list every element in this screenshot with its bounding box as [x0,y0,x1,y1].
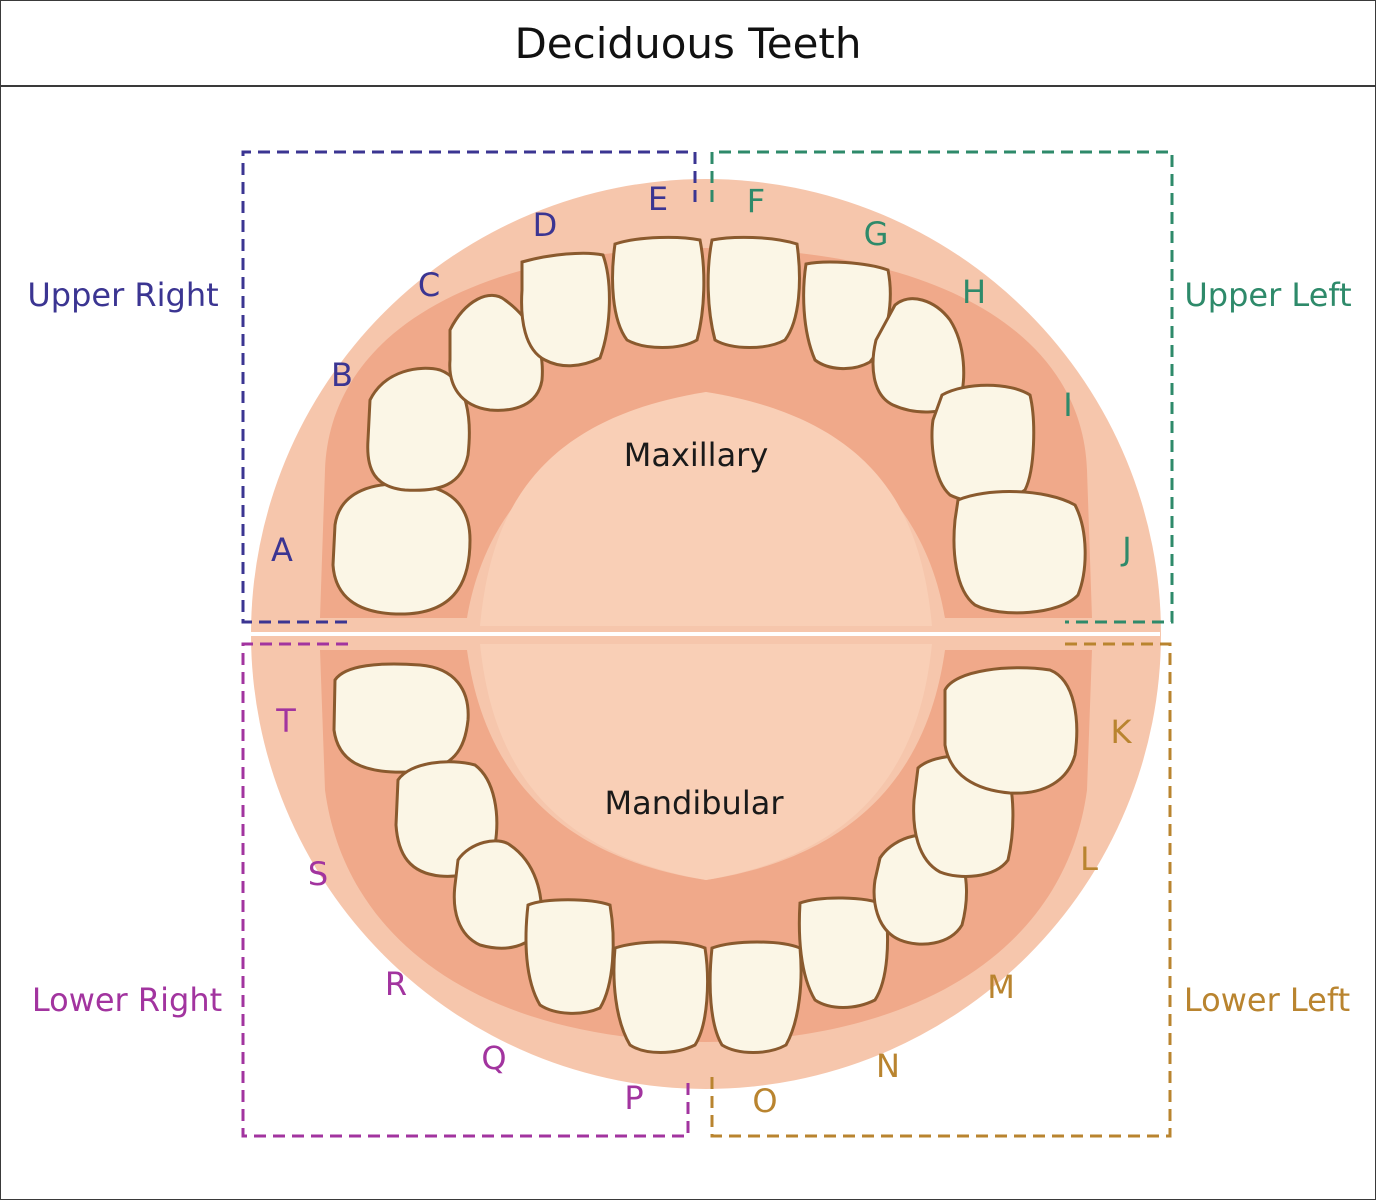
tooth-letter-f: F [747,182,765,220]
tooth-p [612,940,709,1054]
tooth-t [332,662,470,774]
tooth-letter-r: R [385,965,407,1003]
mandibular-floor [480,644,932,880]
tooth-g [802,260,892,370]
tooth-n [797,896,890,1009]
maxillary-palate [480,392,932,626]
tooth-o [708,940,803,1054]
lower-right-quadrant-box [241,642,690,1138]
tooth-b [366,366,471,492]
upper-right-quadrant-box [241,150,697,624]
lower-left-quadrant-box [710,642,1172,1138]
tooth-c [448,293,544,412]
tooth-letter-e: E [648,180,668,218]
tooth-letter-q: Q [481,1039,506,1077]
tooth-letter-o: O [752,1082,777,1120]
tooth-j [952,490,1087,615]
tooth-f [706,235,801,349]
tooth-e [611,235,706,349]
tooth-letter-m: M [987,968,1015,1006]
tooth-letter-i: I [1063,386,1072,424]
tooth-letter-b: B [331,356,353,394]
upper-right-label: Upper Right [27,276,218,314]
tooth-letter-k: K [1111,713,1133,751]
diagram-title: Deciduous Teeth [514,18,862,68]
upper-left-label: Upper Left [1184,276,1351,314]
maxillary-label: Maxillary [624,436,769,474]
upper-left-quadrant-box [710,150,1174,624]
tooth-letter-h: H [962,273,986,311]
tooth-letter-d: D [533,206,558,244]
tooth-letter-l: L [1080,840,1098,878]
tooth-letter-j: J [1120,530,1131,568]
tooth-k [943,666,1079,795]
tooth-letter-n: N [876,1047,900,1085]
tooth-letter-t: T [275,702,296,740]
tooth-letter-p: P [624,1079,643,1117]
tooth-q [524,898,615,1015]
tooth-a [331,482,472,616]
tooth-letter-a: A [271,531,293,569]
tooth-letter-g: G [864,215,889,253]
lower-left-label: Lower Left [1184,981,1350,1019]
tooth-d [520,251,611,368]
tooth-letter-s: S [308,855,328,893]
lower-right-label: Lower Right [32,981,222,1019]
mandibular-label: Mandibular [605,784,785,822]
tooth-i [930,383,1036,504]
title-bar: Deciduous Teeth [1,1,1375,87]
tooth-letter-c: C [418,266,440,304]
